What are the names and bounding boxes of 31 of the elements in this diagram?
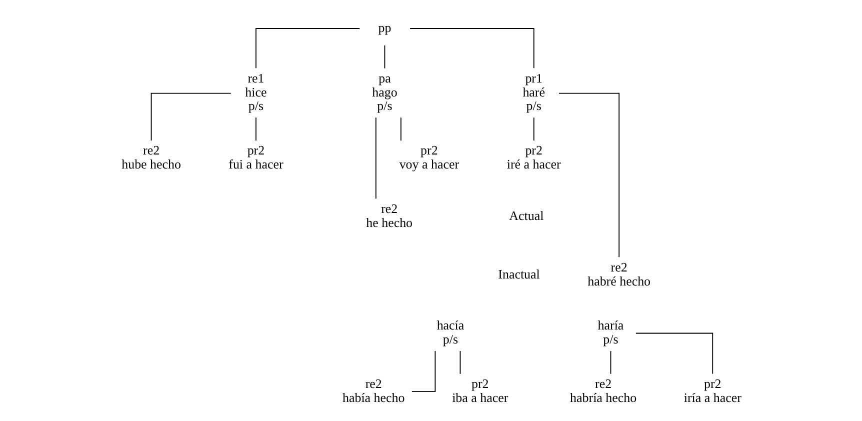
node-text: pr1 haré p/s (522, 70, 545, 114)
node-text: re2 he hecho (366, 201, 412, 230)
node-text: pa hago p/s (372, 70, 397, 114)
node-text: re1 hice p/s (244, 70, 266, 114)
node-text: re2 había hecho (342, 376, 404, 405)
node-text: pr2 iba a hacer (452, 376, 508, 405)
connector (374, 117, 376, 200)
node-text: pr2 fui a hacer (228, 142, 283, 172)
connector (384, 44, 385, 69)
node-text: re2 habría hecho (570, 376, 636, 405)
connector (459, 350, 460, 374)
connector (558, 92, 620, 258)
node-text: pr2 voy a hacer (398, 142, 459, 172)
connector (410, 350, 436, 392)
node-text: re2 hube hecho (121, 142, 180, 172)
connector (409, 28, 534, 69)
node-text: haría p/s (597, 318, 624, 347)
connector (532, 117, 534, 142)
node-text: pp (378, 20, 391, 35)
node-text: hacía p/s (436, 318, 464, 347)
node-text: pr2 iría a hacer (683, 376, 741, 405)
node-text: pr2 iré a hacer (506, 142, 560, 172)
connector (634, 332, 713, 374)
label: Actual (508, 208, 544, 223)
connector (255, 117, 256, 142)
connector (610, 350, 611, 374)
label: Inactual (498, 266, 540, 282)
connector (400, 117, 401, 142)
connector (255, 28, 360, 69)
node-text: re2 habré hecho (587, 259, 650, 288)
connector (150, 92, 231, 141)
